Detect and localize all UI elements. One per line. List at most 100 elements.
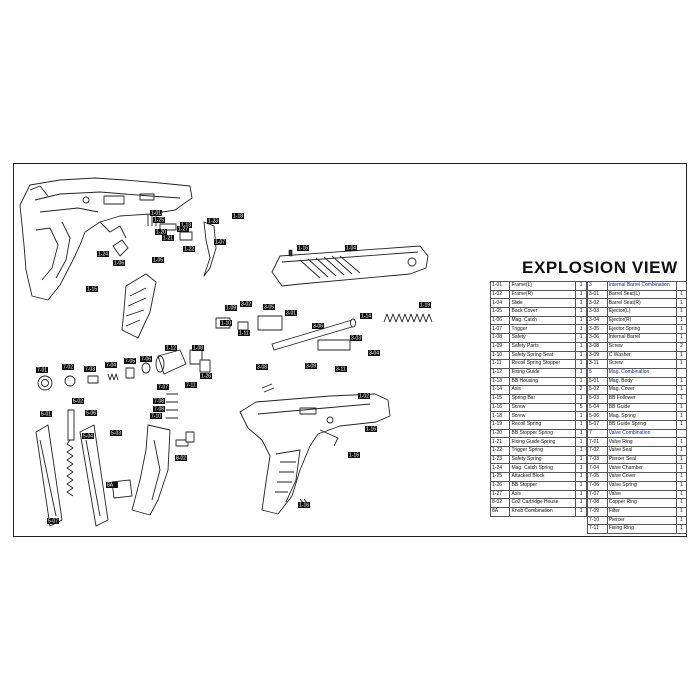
svg-text:3-05: 3-05: [264, 305, 274, 311]
part-qty: 1: [575, 454, 587, 465]
part-code: 1-08: [489, 333, 511, 343]
svg-text:3-04: 3-04: [369, 351, 379, 357]
svg-text:7-02: 7-02: [63, 365, 73, 371]
part-name: BB Guide Spring: [606, 420, 677, 430]
part-qty: 1: [575, 307, 587, 317]
callout-label: 1-12: [165, 345, 177, 352]
part-code: 7-07: [587, 489, 608, 500]
callout-label: 7-02: [62, 364, 74, 371]
svg-text:1-19: 1-19: [420, 303, 430, 309]
part-name: Mag. Catch: [509, 315, 577, 326]
part-name: Axis: [509, 489, 577, 500]
part-name: Trigger: [509, 324, 577, 335]
callout-label: 1-16: [348, 452, 360, 459]
svg-text:1-25: 1-25: [154, 218, 164, 224]
part-name: Ejector(L): [606, 307, 677, 317]
part-code: 1-10: [489, 350, 511, 361]
part-qty: 1: [575, 446, 587, 456]
callout-label: 1-02: [358, 393, 370, 400]
svg-text:3-06: 3-06: [313, 324, 323, 330]
part-name: Internal Barrel: [606, 333, 677, 343]
svg-text:3-03: 3-03: [351, 336, 361, 342]
part-name: Attacked Block: [509, 472, 577, 482]
callout-label: 7-11: [185, 382, 197, 389]
part-qty: 1: [575, 489, 587, 500]
part-qty: 1: [675, 324, 688, 335]
part-name: Spring Bar: [509, 393, 577, 404]
callout-label: 7-01: [36, 367, 48, 374]
part-code: 7-01: [587, 437, 608, 448]
part-name: Safety: [509, 333, 577, 343]
part-code: 1-15: [489, 393, 511, 404]
svg-text:5-03: 5-03: [111, 431, 121, 437]
part-qty: 1: [575, 367, 587, 378]
callout-label: 1-16: [297, 245, 309, 252]
callout-label: 7-04: [105, 362, 117, 369]
callout-label: 1-22: [183, 246, 195, 253]
part-qty: 1: [675, 315, 688, 326]
diagram-title: EXPLOSION VIEW: [522, 258, 678, 277]
callout-label: 7-10: [150, 413, 162, 420]
part-qty: 1: [675, 376, 688, 387]
svg-text:1-16: 1-16: [366, 427, 376, 433]
callout-labels: 1-01 1-02 1-04 1-05 1-06 1-07 1-08 1-09 …: [36, 210, 431, 525]
part-name: BB Guide: [606, 402, 677, 413]
part-code: 5-07: [587, 420, 608, 430]
svg-text:1-16: 1-16: [299, 503, 309, 509]
part-name: BB Follower: [606, 393, 677, 404]
part-name: Valve Spring: [606, 480, 677, 491]
part-code: 7-05: [587, 472, 608, 482]
part-qty: 1: [675, 515, 688, 526]
part-name: Ejector Spring: [606, 324, 677, 335]
svg-text:7-04: 7-04: [106, 363, 116, 369]
part-name: Back Cover: [509, 307, 577, 317]
svg-text:1-10: 1-10: [221, 321, 231, 327]
svg-text:7-10: 7-10: [151, 414, 161, 420]
part-code: 7-02: [587, 446, 608, 456]
part-qty: 1: [575, 428, 587, 439]
part-qty: 1: [675, 393, 688, 404]
part-code: 8A: [489, 506, 511, 517]
part-name: Fixing Guide: [509, 367, 577, 378]
callout-label: 3-08: [256, 364, 268, 371]
part-qty: 2: [575, 385, 587, 395]
svg-text:7-01: 7-01: [37, 368, 47, 374]
callout-label: 1-10: [220, 320, 232, 327]
part-name: Safety Spring: [509, 454, 577, 465]
svg-text:1-09: 1-09: [226, 306, 236, 312]
part-code: 7-10: [587, 515, 608, 526]
callout-label: 5-06: [85, 410, 97, 417]
part-name: Safety Parts: [509, 341, 577, 352]
part-qty: [675, 281, 688, 291]
part-code: 3-05: [587, 324, 608, 335]
svg-text:1-26: 1-26: [201, 374, 211, 380]
part-qty: 1: [575, 315, 587, 326]
callout-label: 3-01: [285, 310, 297, 317]
svg-text:1-15: 1-15: [87, 287, 97, 293]
svg-text:1-21: 1-21: [163, 236, 173, 242]
part-name: Piercer Seal: [606, 454, 677, 465]
svg-text:7-06: 7-06: [141, 357, 151, 363]
part-code: 3-09: [587, 350, 608, 361]
part-qty: [675, 428, 688, 439]
svg-text:1-07: 1-07: [215, 240, 225, 246]
part-code: 3-11: [587, 359, 608, 369]
part-code: 5-04: [587, 402, 608, 413]
callout-label: 1-11: [238, 330, 250, 337]
part-code: 1-01: [489, 281, 511, 291]
